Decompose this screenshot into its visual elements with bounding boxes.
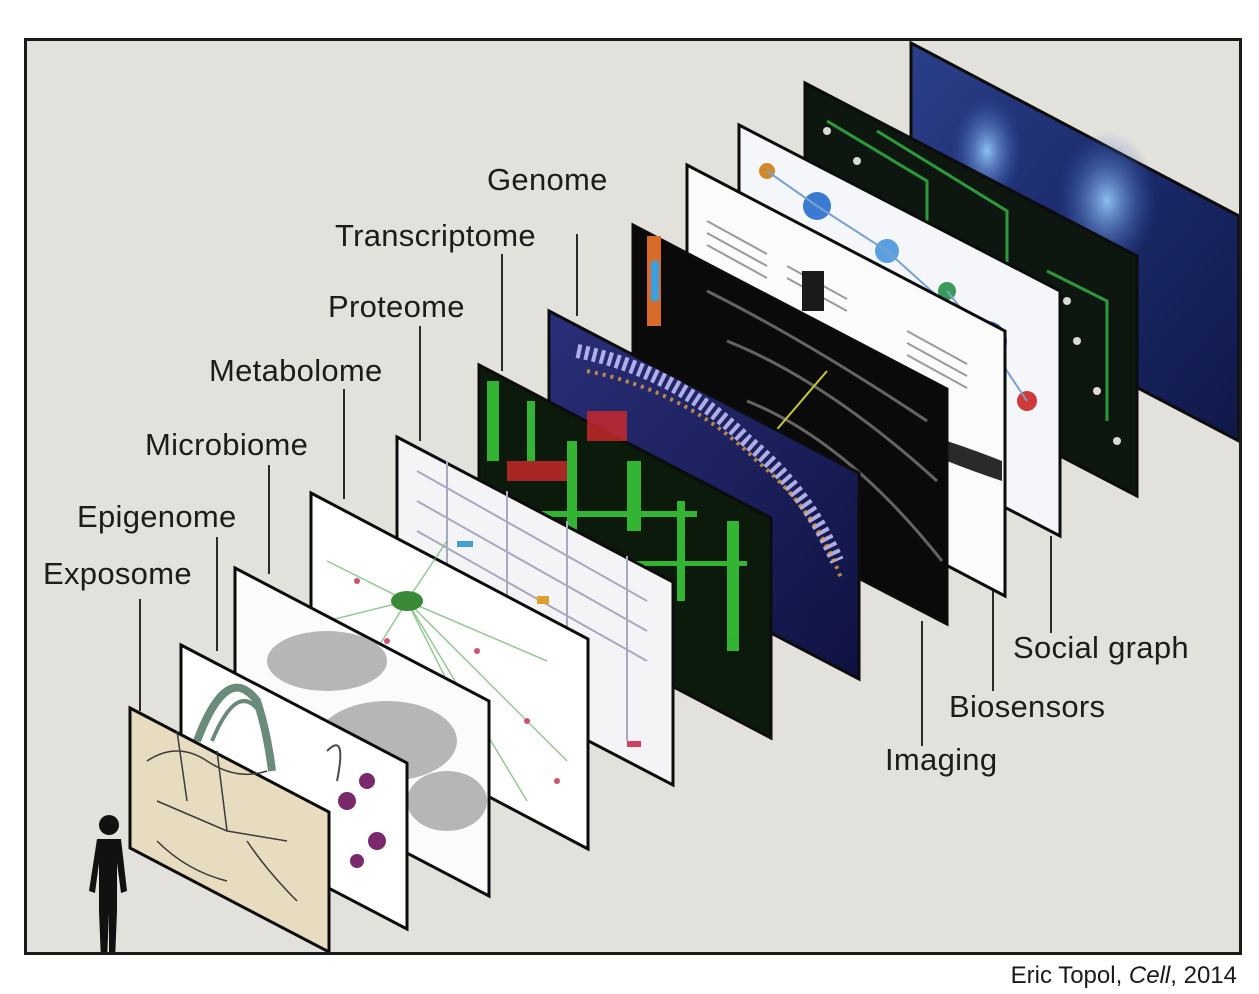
label-genome: Genome	[487, 162, 608, 197]
credit-year: , 2014	[1170, 962, 1237, 989]
transcriptome-panel	[477, 362, 773, 741]
microbiome-panel	[233, 565, 491, 899]
label-biosensors: Biosensors	[949, 689, 1106, 724]
label-epigenome: Epigenome	[77, 499, 237, 534]
label-exposome: Exposome	[43, 556, 192, 591]
label-imaging: Imaging	[885, 742, 998, 777]
label-proteome: Proteome	[328, 289, 465, 324]
leader-lines	[139, 234, 1052, 746]
label-social-graph: Social graph	[1013, 630, 1189, 665]
human-silhouette-icon	[89, 815, 127, 952]
layer-panels	[128, 41, 1239, 952]
figure-frame: Exposome Epigenome Microbiome Metabolome…	[24, 38, 1242, 955]
figure-credit: Eric Topol, Cell, 2014	[1011, 962, 1237, 990]
label-transcriptome: Transcriptome	[335, 218, 536, 253]
label-metabolome: Metabolome	[209, 353, 383, 388]
label-microbiome: Microbiome	[145, 427, 309, 462]
exposome-panel	[128, 705, 331, 952]
credit-journal: Cell	[1128, 962, 1171, 989]
credit-author: Eric Topol,	[1010, 962, 1129, 989]
